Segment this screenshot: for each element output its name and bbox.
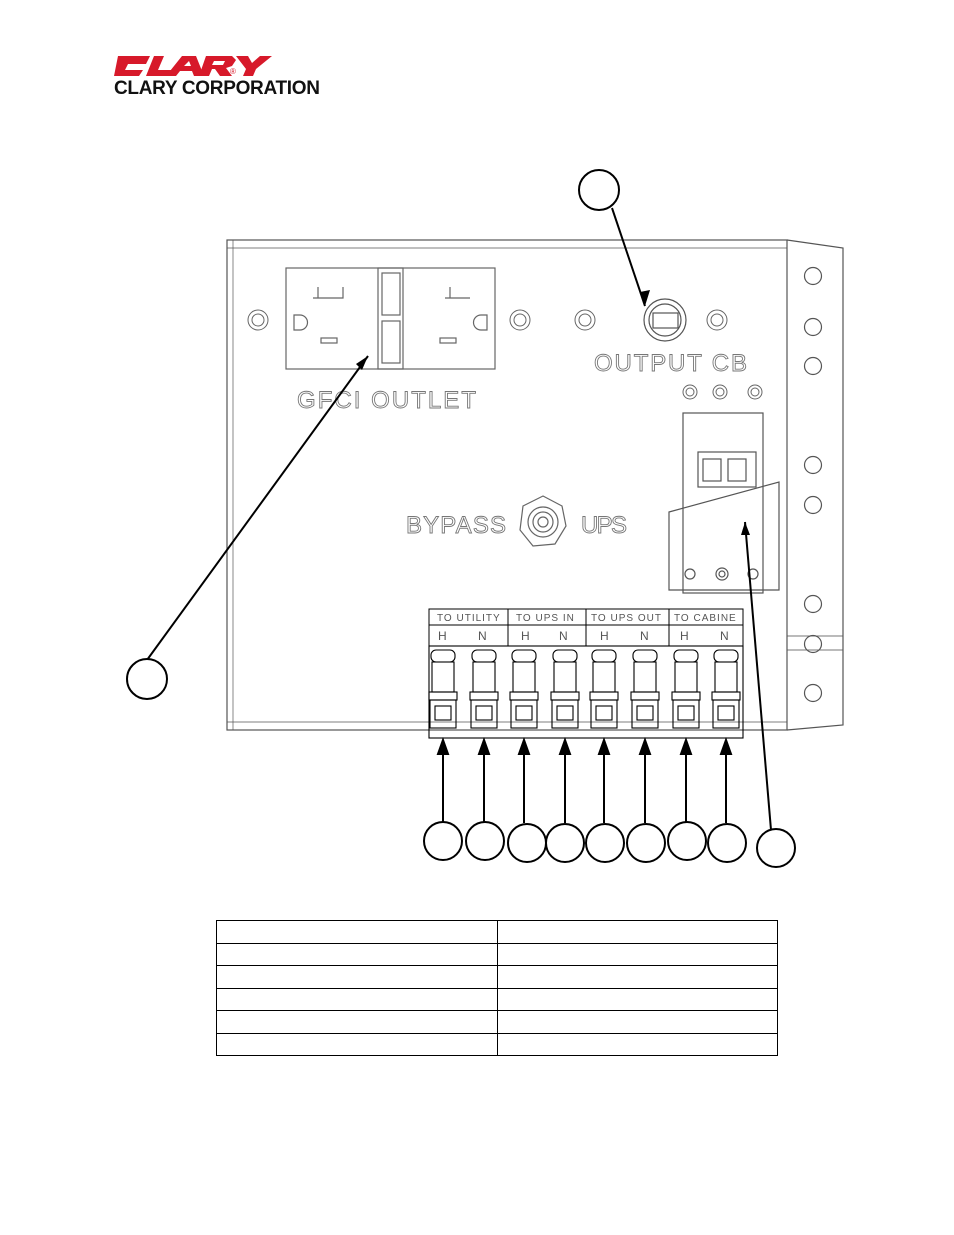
terminal-group-label: TO UTILITY [437, 613, 501, 624]
terminal-h-label: H [680, 629, 689, 643]
terminal-arrowhead [436, 737, 450, 755]
callout-circles [126, 169, 796, 868]
terminal [550, 649, 580, 729]
terminal [469, 649, 499, 729]
terminal-arrowhead [638, 737, 652, 755]
bypass-label: BYPASS [406, 512, 508, 539]
table-row [216, 1032, 778, 1056]
gfci-outlet-label: GFCI OUTLET [297, 387, 479, 414]
company-name: CLARY CORPORATION [114, 78, 320, 99]
table-row [216, 965, 778, 989]
terminal-n-label: N [478, 629, 487, 643]
terminal-arrowhead [477, 737, 491, 755]
terminal [589, 649, 619, 729]
terminal-group-label: TO UPS OUT [591, 613, 662, 624]
terminal-group-label: TO UPS IN [516, 613, 575, 624]
flange-hole [803, 594, 823, 614]
flange-hole [803, 266, 823, 286]
terminal-group-label: TO CABINE [674, 613, 737, 624]
registered-mark: ® [230, 67, 236, 76]
ups-label: UPS [581, 512, 629, 539]
output-cb-label: OUTPUT CB [594, 350, 750, 377]
terminal-h-label: H [521, 629, 530, 643]
table-row [216, 920, 778, 944]
terminal-h-label: H [600, 629, 609, 643]
terminal-arrowhead [597, 737, 611, 755]
callout-circle [667, 821, 707, 861]
arrowheads [356, 290, 750, 535]
callout-circle [545, 823, 585, 863]
table-row [216, 987, 778, 1011]
callout-circle [756, 828, 796, 868]
terminal-n-label: N [640, 629, 649, 643]
panel-screws [247, 309, 763, 400]
terminal-arrowhead [719, 737, 733, 755]
table-cell [497, 1010, 778, 1034]
clary-logo: ® [114, 56, 272, 76]
leader-lines [146, 207, 772, 831]
callout-circle [126, 658, 168, 700]
screw [574, 309, 596, 331]
terminal [711, 649, 741, 729]
legend-table [216, 920, 778, 1056]
flange-hole [803, 634, 823, 654]
flange-hole [803, 455, 823, 475]
callout-circle [578, 169, 620, 211]
screw [509, 309, 531, 331]
terminal-arrowhead [558, 737, 572, 755]
flange-hole [803, 495, 823, 515]
table-cell [216, 1010, 498, 1034]
terminal-arrowhead [517, 737, 531, 755]
table-cell [216, 1032, 498, 1056]
terminal [671, 649, 701, 729]
callout-circle [507, 823, 547, 863]
terminal [428, 649, 458, 729]
table-cell [216, 942, 498, 966]
callout-circle [423, 821, 463, 861]
table-cell [497, 942, 778, 966]
callout-circle [585, 823, 625, 863]
terminal-label-text: TO UTILITY TO UPS IN TO UPS OUT TO CABIN… [437, 613, 737, 643]
table-cell [216, 920, 498, 944]
gfci-outlet [285, 267, 496, 370]
terminal-arrowhead [679, 737, 693, 755]
screw [747, 384, 763, 400]
flange-hole [803, 356, 823, 376]
bypass-switch-knob [519, 495, 567, 547]
output-circuit-breaker [643, 298, 687, 342]
callout-circle [707, 823, 747, 863]
flange-hole [803, 683, 823, 703]
screw [712, 384, 728, 400]
terminal-block [428, 645, 744, 739]
relay-module [668, 412, 780, 594]
panel-plate [226, 239, 788, 731]
terminal-n-label: N [559, 629, 568, 643]
callout-circle [465, 821, 505, 861]
screw [706, 309, 728, 331]
terminal-arrows [436, 737, 733, 823]
clary-logo-mark [114, 56, 272, 76]
callout-circle [626, 823, 666, 863]
terminal-h-label: H [438, 629, 447, 643]
table-cell [216, 965, 498, 989]
terminal-n-label: N [720, 629, 729, 643]
table-cell [216, 987, 498, 1011]
table-row [216, 1010, 778, 1034]
table-cell [497, 987, 778, 1011]
terminal [630, 649, 660, 729]
terminal [509, 649, 539, 729]
screw [247, 309, 269, 331]
flange-hole [803, 317, 823, 337]
mounting-flange [786, 239, 844, 731]
table-cell [497, 1032, 778, 1056]
screw [682, 384, 698, 400]
table-cell [497, 920, 778, 944]
table-row [216, 942, 778, 966]
table-cell [497, 965, 778, 989]
